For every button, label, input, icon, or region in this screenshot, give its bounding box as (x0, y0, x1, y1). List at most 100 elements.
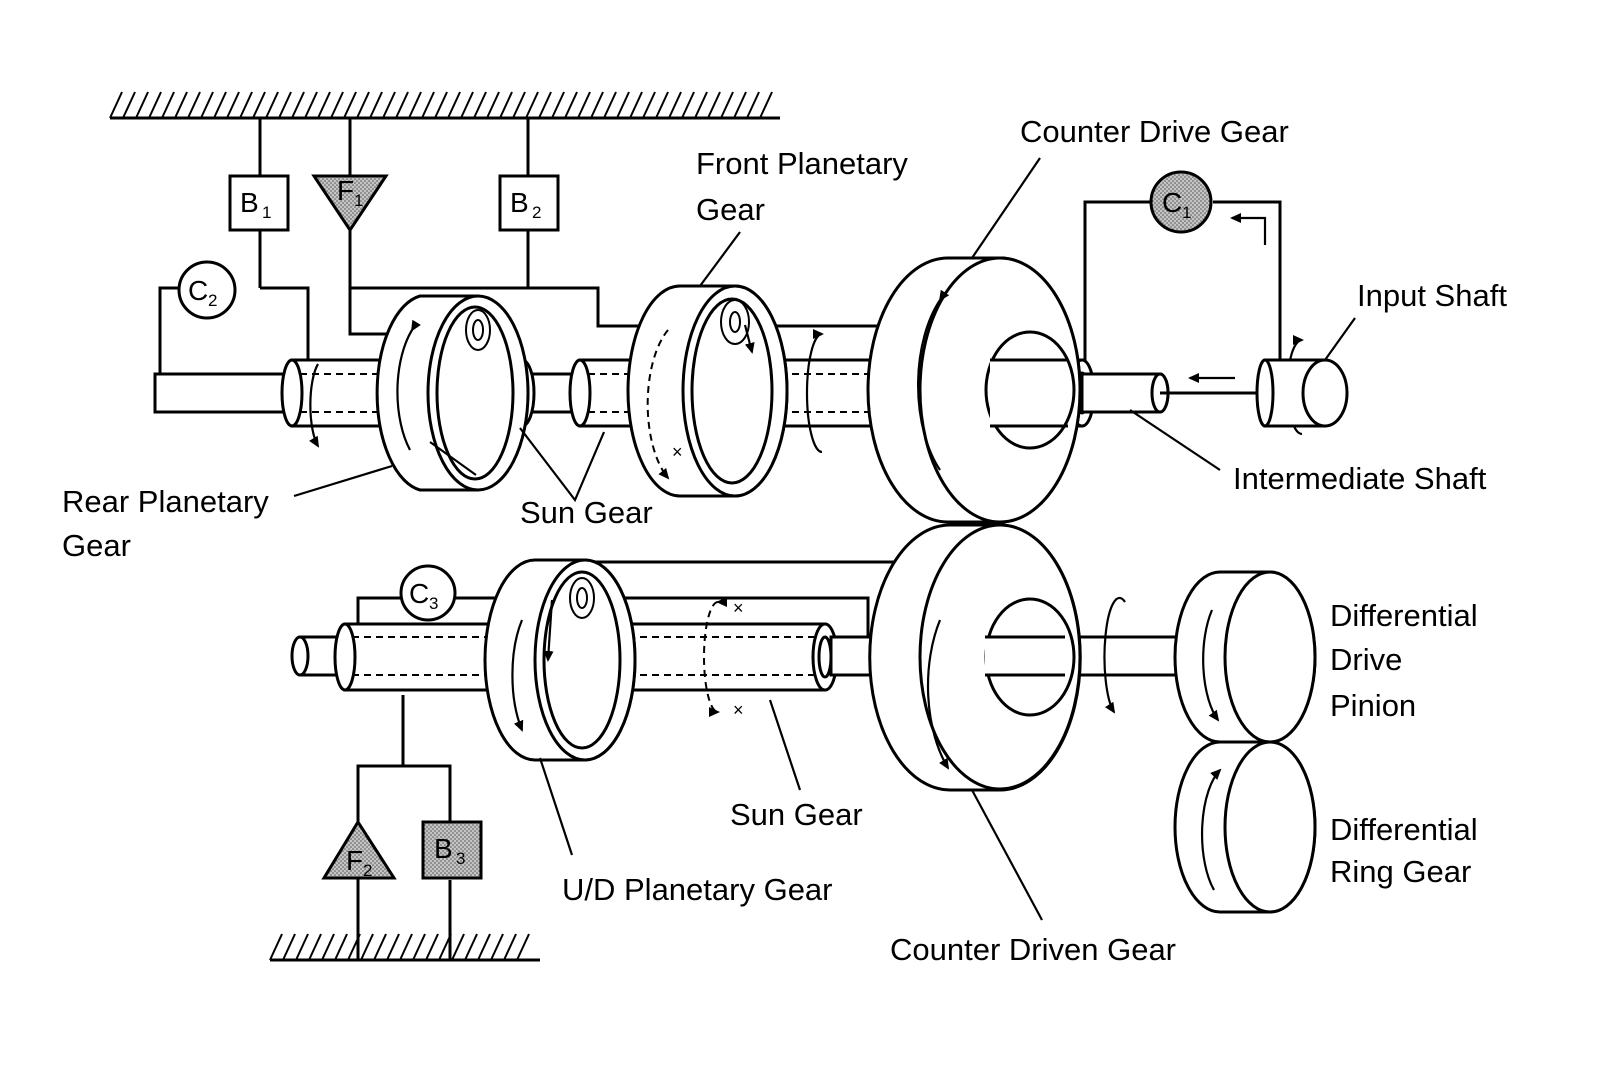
ground-hatch-line (516, 933, 530, 961)
ground-hatch-line (499, 91, 513, 119)
ground-hatch-line (733, 91, 747, 119)
label-counter-drive-gear: Counter Drive Gear (1020, 114, 1289, 149)
ground-hatch-line (213, 91, 227, 119)
ground-hatch-line (564, 91, 578, 119)
upper-ground (109, 91, 780, 120)
svg-text:F: F (337, 175, 354, 206)
ground-hatch-line (590, 91, 604, 119)
brake-b2: B 2 (498, 174, 560, 232)
svg-text:2: 2 (208, 291, 217, 310)
ground-hatch-line (200, 91, 214, 119)
one-way-clutch-f1: F 1 (311, 174, 389, 233)
lower-ground (269, 933, 540, 962)
ground-hatch-line (373, 933, 387, 961)
ground-hatch-line (304, 91, 318, 119)
ground-hatch-line (512, 91, 526, 119)
ground-hatch-line (343, 91, 357, 119)
ground-hatch-line (694, 91, 708, 119)
ground-hatch-line (317, 91, 331, 119)
ground-hatch-line (412, 933, 426, 961)
ground-hatch-line (330, 91, 344, 119)
ground-hatch-line (278, 91, 292, 119)
clutch-c2: C 2 (177, 260, 237, 320)
ground-hatch-line (135, 91, 149, 119)
label-rear-planetary: Rear Planetary (62, 484, 269, 519)
ground-hatch-line (308, 933, 322, 961)
ground-hatch-line (386, 933, 400, 961)
ground-hatch-line (434, 91, 448, 119)
svg-text:3: 3 (456, 849, 465, 868)
ground-hatch-line (334, 933, 348, 961)
ground-hatch-line (109, 91, 123, 119)
label-intermediate-shaft: Intermediate Shaft (1233, 461, 1487, 496)
ud-planetary-gear (483, 558, 637, 762)
ground-hatch-line (252, 91, 266, 119)
ground-hatch-line (642, 91, 656, 119)
svg-text:1: 1 (354, 191, 363, 210)
svg-text:B: B (240, 187, 259, 218)
clutch-c3: C 3 (399, 564, 457, 622)
ground-hatch-line (360, 933, 374, 961)
ground-hatch-line (681, 91, 695, 119)
ground-hatch-line (464, 933, 478, 961)
svg-text:B: B (434, 833, 453, 864)
label-differential-drive-2: Drive (1330, 642, 1402, 677)
labels: Counter Drive Gear Front Planetary Gear … (62, 114, 1507, 967)
label-sun-gear-upper: Sun Gear (520, 495, 653, 530)
svg-text:1: 1 (262, 203, 271, 222)
ground-hatch-line (707, 91, 721, 119)
label-differential-ring-1: Differential (1330, 812, 1478, 847)
ground-hatch-line (321, 933, 335, 961)
label-input-shaft: Input Shaft (1357, 278, 1507, 313)
ground-hatch-line (174, 91, 188, 119)
label-differential-drive-1: Differential (1330, 598, 1478, 633)
ground-hatch-line (421, 91, 435, 119)
label-differential-ring-2: Ring Gear (1330, 854, 1471, 889)
ground-hatch-line (239, 91, 253, 119)
ground-hatch-line (720, 91, 734, 119)
ground-hatch-line (603, 91, 617, 119)
ground-hatch-line (187, 91, 201, 119)
label-ud-planetary-gear: U/D Planetary Gear (562, 872, 833, 907)
ground-hatch-line (477, 933, 491, 961)
counter-driven-gear (868, 523, 1082, 792)
ground-hatch-line (538, 91, 552, 119)
differential-ring-gear (1173, 740, 1317, 914)
svg-text:2: 2 (363, 861, 372, 880)
ground-hatch-line (629, 91, 643, 119)
ground-hatch-line (122, 91, 136, 119)
differential-drive-pinion (1173, 570, 1317, 744)
ground-hatch-line (525, 91, 539, 119)
ground-hatch-line (447, 91, 461, 119)
rear-planetary-gear (375, 294, 530, 492)
ground-hatch-line (655, 91, 669, 119)
svg-text:×: × (733, 598, 744, 618)
ground-hatch-line (746, 91, 760, 119)
lower-rotation-arrows: × × (703, 596, 1126, 720)
ground-hatch-line (265, 91, 279, 119)
ground-hatch-line (490, 933, 504, 961)
clutch-c1: C 1 (1149, 170, 1213, 234)
svg-text:B: B (510, 187, 529, 218)
ground-hatch-line (486, 91, 500, 119)
ground-hatch-line (668, 91, 682, 119)
ground-hatch-line (369, 91, 383, 119)
label-rear-planetary-gear: Gear (62, 528, 131, 563)
ground-hatch-line (295, 933, 309, 961)
ground-hatch-line (460, 91, 474, 119)
ground-hatch-line (148, 91, 162, 119)
svg-text:×: × (733, 700, 744, 720)
label-differential-drive-3: Pinion (1330, 688, 1416, 723)
svg-text:3: 3 (429, 594, 438, 613)
ground-hatch-line (291, 91, 305, 119)
ground-hatch-line (759, 91, 773, 119)
label-front-planetary: Front Planetary (696, 146, 908, 181)
svg-text:F: F (346, 845, 363, 876)
ground-hatch-line (282, 933, 296, 961)
svg-text:C: C (1162, 187, 1182, 218)
label-counter-driven-gear: Counter Driven Gear (890, 932, 1176, 967)
ground-hatch-line (503, 933, 517, 961)
ground-hatch-line (551, 91, 565, 119)
